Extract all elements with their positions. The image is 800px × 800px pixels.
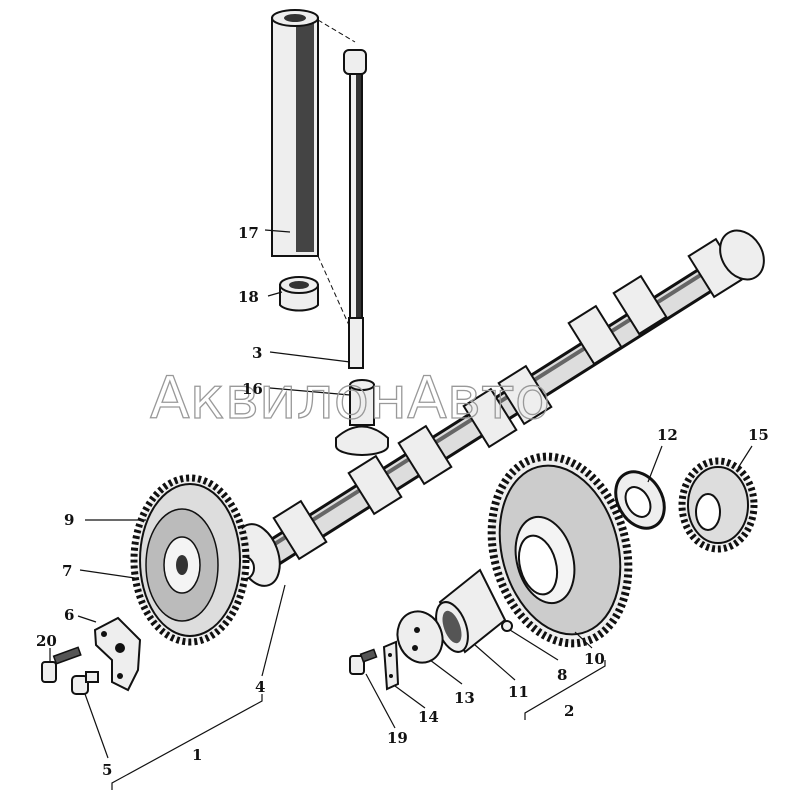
label-13: 13 bbox=[454, 689, 475, 707]
gear-10 bbox=[487, 452, 633, 648]
label-3: 3 bbox=[252, 344, 262, 362]
label-11: 11 bbox=[508, 683, 529, 701]
gear-15 bbox=[678, 457, 758, 553]
label-15: 15 bbox=[748, 426, 769, 444]
label-19: 19 bbox=[387, 729, 408, 747]
label-1: 1 bbox=[192, 746, 202, 764]
tappet-16 bbox=[335, 379, 389, 456]
pin-8 bbox=[501, 620, 513, 632]
disk-13 bbox=[396, 610, 444, 664]
pushrod-3 bbox=[343, 49, 367, 369]
group-bracket-2 bbox=[524, 660, 606, 720]
label-6: 6 bbox=[64, 606, 74, 624]
ring-12 bbox=[614, 470, 666, 530]
label-14: 14 bbox=[418, 708, 439, 726]
label-18: 18 bbox=[238, 288, 259, 306]
gear-7 bbox=[130, 474, 250, 646]
label-8: 8 bbox=[557, 666, 567, 684]
thrust-plate-6 bbox=[93, 616, 142, 692]
label-9: 9 bbox=[64, 511, 74, 529]
tube-17 bbox=[271, 9, 319, 257]
label-20: 20 bbox=[36, 632, 57, 650]
label-7: 7 bbox=[62, 562, 72, 580]
bolt-5 bbox=[71, 671, 99, 695]
group-bracket-1 bbox=[111, 694, 263, 790]
assembly-guide-lines bbox=[317, 19, 356, 333]
camshaft bbox=[235, 229, 765, 587]
label-5: 5 bbox=[102, 761, 112, 779]
label-2: 2 bbox=[564, 702, 574, 720]
bolt-20 bbox=[41, 646, 82, 683]
bushing-18 bbox=[279, 276, 319, 312]
bolt-19 bbox=[349, 648, 378, 675]
label-10: 10 bbox=[584, 650, 605, 668]
label-12: 12 bbox=[657, 426, 678, 444]
label-17: 17 bbox=[238, 224, 259, 242]
watermark: АквилонАвто bbox=[150, 364, 550, 432]
part-labels: 17 18 3 16 9 7 6 20 5 4 1 19 14 13 11 8 … bbox=[36, 224, 769, 779]
sleeve-11 bbox=[435, 568, 507, 654]
label-4: 4 bbox=[255, 678, 265, 696]
plate-14 bbox=[382, 640, 400, 691]
leader-lines bbox=[49, 229, 753, 759]
label-16: 16 bbox=[242, 380, 263, 398]
